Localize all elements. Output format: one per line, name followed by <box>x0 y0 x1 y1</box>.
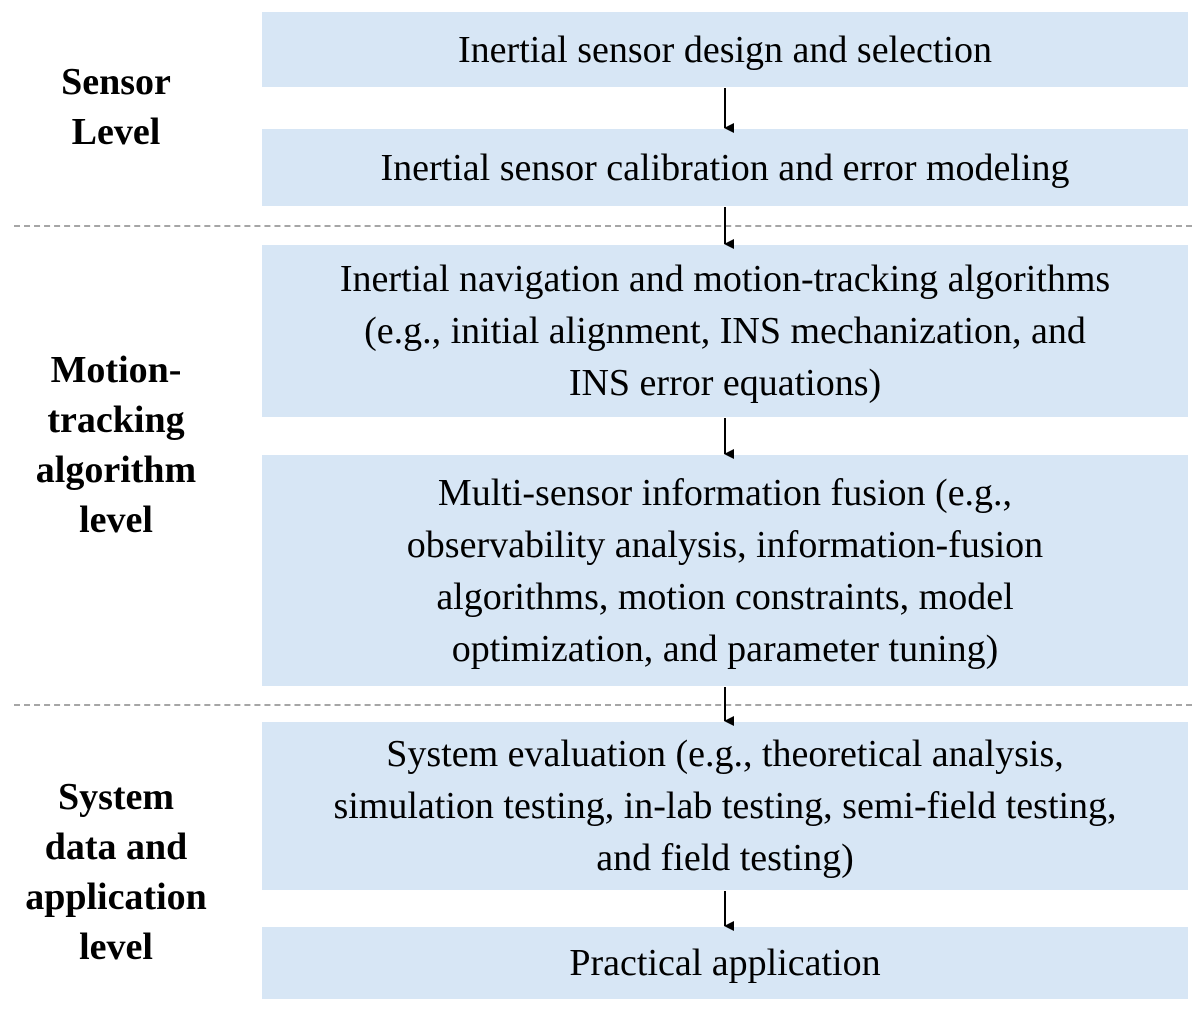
sensor-level-line-1: Sensor <box>61 61 171 103</box>
box-navigation-algorithms: Inertial navigation and motion-tracking … <box>262 245 1188 417</box>
box-evaluation-line-1: System evaluation (e.g., theoretical ana… <box>386 733 1064 775</box>
divider-algorithm-application <box>14 704 1192 706</box>
application-level-line-2: data and <box>44 826 188 868</box>
box-fusion-line-3: algorithms, motion constraints, model <box>436 575 1014 618</box>
box-sensor-design: Inertial sensor design and selection <box>262 12 1188 87</box>
box-application-line-1: Practical application <box>569 942 881 984</box>
box-fusion-line-2: observability analysis, information-fusi… <box>406 523 1044 566</box>
box-sensor-calibration: Inertial sensor calibration and error mo… <box>262 129 1188 206</box>
application-level-line-4: level <box>79 926 153 968</box>
box-information-fusion: Multi-sensor information fusion (e.g., o… <box>262 455 1188 686</box>
divider-sensor-algorithm <box>14 225 1192 227</box>
algorithm-level-line-3: algorithm <box>35 449 197 491</box>
sensor-level-line-2: Level <box>71 111 161 153</box>
box-practical-application: Practical application <box>262 927 1188 999</box>
application-level-line-1: System <box>57 776 175 818</box>
box-navigation-line-2: (e.g., initial alignment, INS mechanizat… <box>364 310 1086 352</box>
algorithm-level-line-4: level <box>79 499 153 541</box>
application-level-label: System data and application level <box>0 772 232 972</box>
box-evaluation-line-2: simulation testing, in-lab testing, semi… <box>333 785 1117 827</box>
box-sensor-calibration-line-1: Inertial sensor calibration and error mo… <box>380 146 1070 189</box>
sensor-level-label: Sensor Level <box>0 57 232 157</box>
application-level-line-3: application <box>25 876 207 918</box>
box-fusion-line-1: Multi-sensor information fusion (e.g., <box>437 471 1013 514</box>
algorithm-level-label: Motion- tracking algorithm level <box>0 345 232 545</box>
box-fusion-line-4: optimization, and parameter tuning) <box>451 627 999 670</box>
algorithm-level-line-1: Motion- <box>50 349 182 391</box>
box-system-evaluation: System evaluation (e.g., theoretical ana… <box>262 722 1188 890</box>
box-navigation-line-1: Inertial navigation and motion-tracking … <box>339 258 1111 300</box>
box-navigation-line-3: INS error equations) <box>568 362 882 404</box>
box-evaluation-line-3: and field testing) <box>596 837 854 879</box>
box-sensor-design-line-1: Inertial sensor design and selection <box>458 28 992 71</box>
algorithm-level-line-2: tracking <box>47 399 185 441</box>
